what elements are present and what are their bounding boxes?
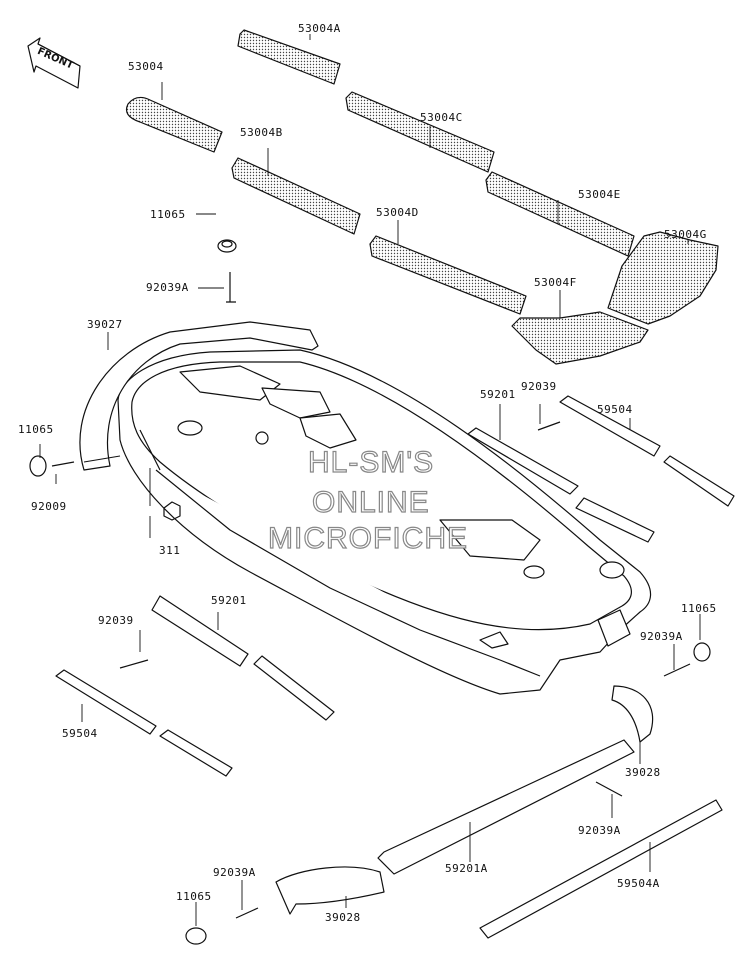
label-53004D: 53004D [376,206,419,219]
mat-53004F [511,311,649,365]
rail-59201-right [467,427,655,543]
cap-11065-top [217,239,237,253]
label-11065-left: 11065 [18,423,54,436]
rivet-92039-left [119,659,149,669]
rail-59201A [377,739,635,875]
rivet-92039A-right [663,663,691,677]
label-39027: 39027 [87,318,123,331]
bumper-39027 [79,321,319,471]
rivet-92039-right [537,421,561,431]
rivet-92039A-mid [595,781,623,797]
label-53004: 53004 [128,60,164,73]
rail-59504A [479,799,723,939]
cap-11065-bottom [185,927,207,945]
cap-11065-left [29,455,47,477]
label-92009: 92009 [31,500,67,513]
bumper-39028-bottom [275,866,385,915]
cap-11065-right [693,642,711,662]
label-92039-left: 92039 [98,614,134,627]
label-53004B: 53004B [240,126,283,139]
mat-53004D [369,235,527,315]
watermark-line-2: ONLINE [311,485,430,519]
leader-lines [39,34,701,926]
label-11065-right: 11065 [681,602,717,615]
bumper-39028-right [611,685,654,743]
label-59504-left: 59504 [62,727,98,740]
mat-53004C [345,91,495,173]
label-53004C: 53004C [420,111,463,124]
watermark-line-1: HL-SM'S [307,445,435,479]
screw-92009 [51,461,75,467]
label-59201-left: 59201 [211,594,247,607]
label-39028-right: 39028 [625,766,661,779]
label-11065-top: 11065 [150,208,186,221]
label-59201A: 59201A [445,862,488,875]
hull-body [117,349,652,695]
mat-53004A [237,29,341,85]
label-92039A-top: 92039A [146,281,189,294]
mat-53004E [485,171,635,257]
rail-59504-left [55,669,233,777]
label-59201-right: 59201 [480,388,516,401]
label-311: 311 [159,544,181,557]
rivet-92039A-top [226,272,236,303]
label-59504A: 59504A [617,877,660,890]
nut-311 [163,501,181,521]
rivet-92039A-bottom [235,907,259,919]
watermark-line-3: MICROFICHE [267,521,468,555]
label-92039A-mid: 92039A [578,824,621,837]
label-11065-bottom: 11065 [176,890,212,903]
rail-59201-left [151,595,335,721]
label-39028-bottom: 39028 [325,911,361,924]
mat-53004 [125,96,223,153]
mat-53004G [607,231,719,325]
label-92039A-right: 92039A [640,630,683,643]
mat-53004B [231,157,361,235]
rail-59504-right [559,395,735,507]
label-53004G: 53004G [664,228,707,241]
label-92039A-bottom: 92039A [213,866,256,879]
label-53004F: 53004F [534,276,577,289]
front-arrow-icon [27,37,81,89]
label-92039-right: 92039 [521,380,557,393]
label-53004A: 53004A [298,22,341,35]
label-53004E: 53004E [578,188,621,201]
label-59504-right: 59504 [597,403,633,416]
